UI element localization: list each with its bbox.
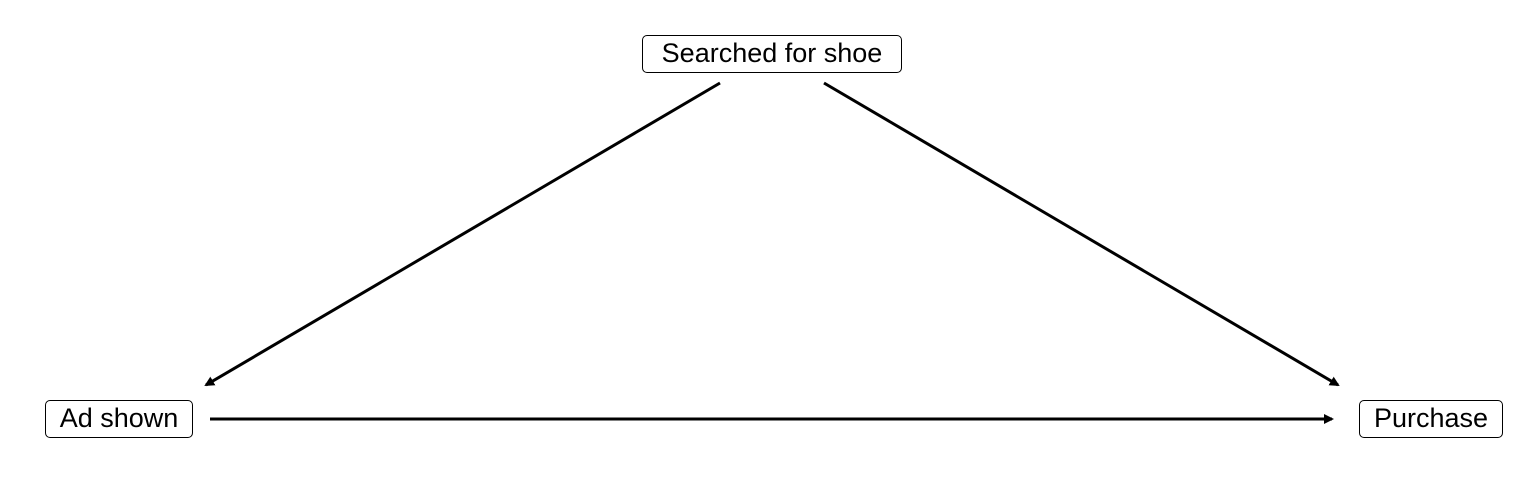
node-ad-shown: Ad shown <box>45 400 193 438</box>
edge-searched-to-ad <box>204 81 721 387</box>
edge-searched-to-purchase <box>823 81 1340 387</box>
node-purchase: Purchase <box>1359 400 1503 438</box>
node-searched-for-shoe: Searched for shoe <box>642 35 902 73</box>
